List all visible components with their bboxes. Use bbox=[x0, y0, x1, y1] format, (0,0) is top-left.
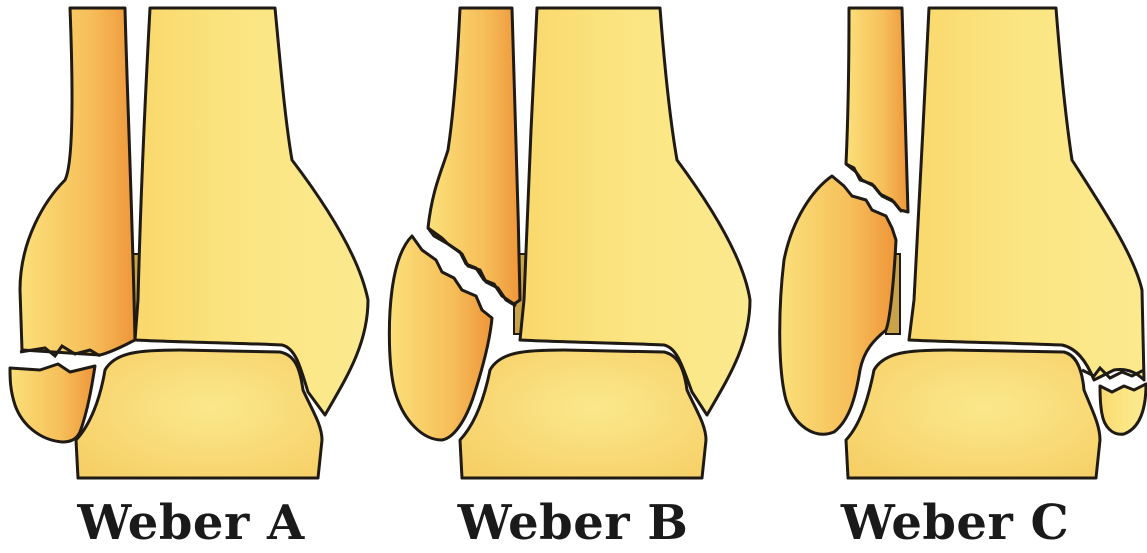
caption-weber-c: Weber C bbox=[764, 495, 1146, 551]
panel-weber-c: Weber C bbox=[764, 0, 1146, 553]
talus-b bbox=[460, 350, 706, 478]
fibula-proximal-b bbox=[428, 8, 520, 304]
caption-weber-a: Weber A bbox=[0, 495, 382, 551]
panel-weber-a: Weber A bbox=[0, 0, 382, 553]
fibula-proximal-a bbox=[20, 8, 135, 355]
talus-c bbox=[846, 350, 1100, 478]
panel-weber-b: Weber B bbox=[382, 0, 764, 553]
caption-weber-b: Weber B bbox=[382, 495, 764, 551]
medial-malleolus-fragment-c bbox=[1100, 384, 1146, 434]
talus-a bbox=[76, 350, 322, 478]
weber-a-illustration bbox=[0, 0, 382, 480]
tibia-c bbox=[909, 8, 1144, 380]
weber-b-illustration bbox=[382, 0, 764, 480]
fibula-proximal-c bbox=[846, 8, 908, 212]
weber-c-illustration bbox=[764, 0, 1146, 480]
